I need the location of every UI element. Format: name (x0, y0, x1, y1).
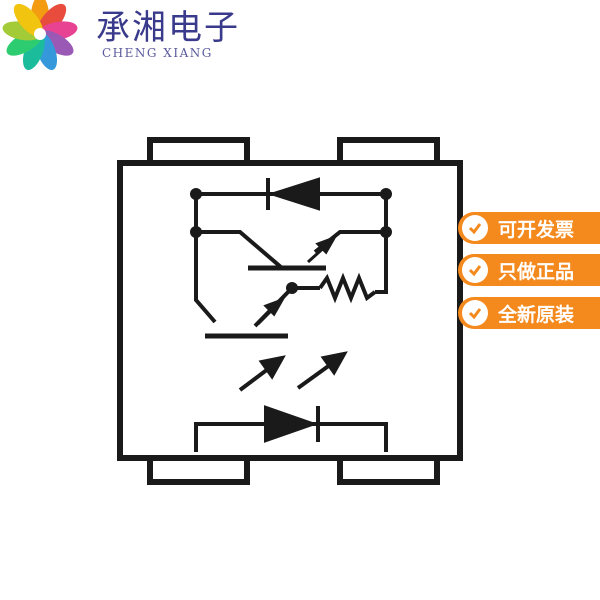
package-body (117, 160, 463, 461)
badge-brand-new: 全新原装 (458, 297, 600, 329)
right-down-wire (375, 232, 388, 294)
check-icon (462, 215, 488, 241)
badge-label: 全新原装 (498, 303, 575, 326)
brand-name-en: CHENG XIANG (102, 46, 213, 60)
resistor (318, 272, 377, 304)
pin-top-right (337, 137, 440, 166)
top-diode-icon (266, 177, 320, 211)
badge-label: 可开发票 (498, 218, 575, 241)
light-arrows-icon (238, 351, 348, 392)
badge-genuine: 只做正品 (458, 254, 600, 286)
check-icon (462, 300, 488, 326)
pin-bottom-left (147, 455, 250, 485)
collector-wire (196, 230, 284, 270)
led-diode-icon (264, 405, 320, 443)
pin-bottom-right (337, 455, 440, 485)
badge-label: 只做正品 (498, 260, 575, 283)
left-output-wire (194, 232, 217, 324)
transistor-arrow-icon (256, 235, 338, 326)
pin-top-left (147, 137, 250, 166)
junction-dots (190, 188, 392, 294)
check-icon (462, 257, 488, 283)
badge-invoice: 可开发票 (458, 212, 600, 244)
brand-name-cn: 承湘电子 (96, 8, 240, 48)
brand-logo-icon (2, 0, 78, 70)
